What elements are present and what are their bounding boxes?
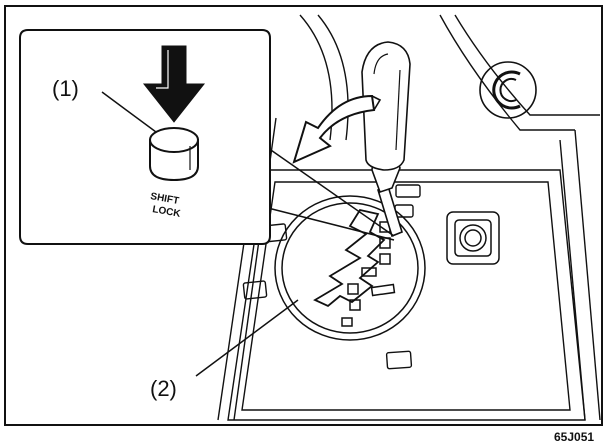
shift-lock-label-line1: SHIFT	[149, 191, 179, 207]
curved-arrow-icon	[292, 94, 382, 164]
figure-code: 65J051	[554, 430, 594, 444]
shift-lock-label-line2: LOCK	[151, 204, 182, 220]
console-knob	[446, 211, 500, 265]
figure-frame	[4, 5, 603, 426]
shift-lock-inset: SHIFT LOCK	[19, 29, 271, 245]
callout-1-leader	[101, 91, 157, 133]
arrow-down-icon	[142, 45, 206, 123]
shift-lever	[361, 41, 411, 238]
shift-lock-button	[149, 127, 199, 182]
inset-leader	[267, 147, 395, 241]
callout-1-label: (1)	[52, 76, 79, 101]
shift-gate-plate	[274, 195, 426, 341]
callout-2-label: (2)	[150, 376, 177, 401]
callout-2-leader	[195, 299, 299, 377]
c-logo-icon	[479, 61, 537, 119]
